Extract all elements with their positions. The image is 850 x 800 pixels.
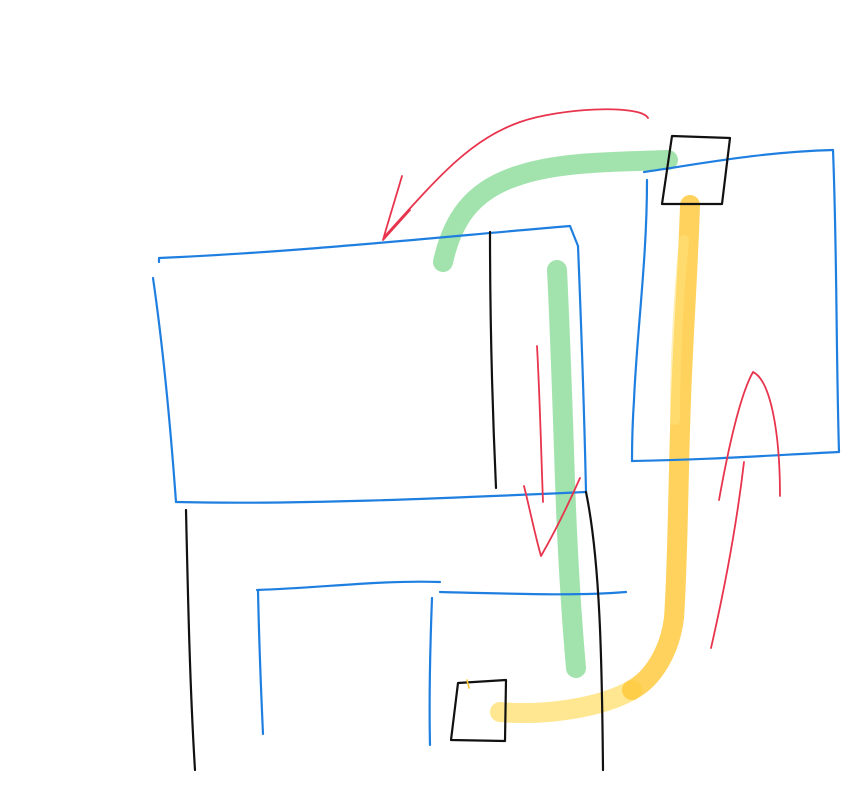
bottom-box-top-left	[255, 580, 442, 592]
bottom-square-tick	[466, 679, 470, 689]
bottom-square-outline	[449, 678, 508, 743]
bottom-box-inner-left	[428, 596, 434, 747]
left-box-bottom	[174, 490, 588, 504]
arrow-up-shaft	[710, 461, 745, 649]
left-box-left	[151, 276, 178, 504]
yellow-route-bottom	[490, 680, 642, 724]
bottom-box-top-right	[438, 590, 628, 596]
arrow-down-head	[523, 477, 581, 557]
right-box-right	[831, 148, 841, 454]
bottom-box	[255, 580, 628, 747]
arrow-top-curve	[384, 108, 649, 237]
right-box-top	[642, 148, 835, 174]
green-route	[433, 150, 678, 678]
left-box-top	[157, 224, 580, 264]
arrow-up-head	[718, 371, 781, 501]
green-route-vertical	[547, 260, 586, 678]
outline-lines	[184, 230, 605, 772]
green-route-curve	[433, 150, 678, 272]
arrow-top-head	[382, 175, 411, 241]
yellow-route-vertical	[622, 195, 700, 700]
right-box	[630, 148, 841, 463]
right-box-left	[630, 178, 649, 463]
left-vertical-line	[184, 508, 197, 772]
inner-divider-line	[488, 230, 498, 490]
yellow-route	[490, 195, 700, 724]
right-vertical-line	[584, 490, 605, 772]
red-arrows	[382, 108, 781, 649]
bottom-box-left	[256, 588, 265, 736]
top-right-square-outline	[660, 134, 732, 206]
top-right-square	[660, 134, 732, 206]
bottom-square	[449, 678, 508, 743]
arrow-down-line	[536, 345, 544, 503]
right-box-bottom	[630, 450, 841, 463]
left-box	[151, 224, 588, 504]
yellow-route-left-edge	[670, 235, 689, 425]
left-box-right	[576, 244, 588, 494]
